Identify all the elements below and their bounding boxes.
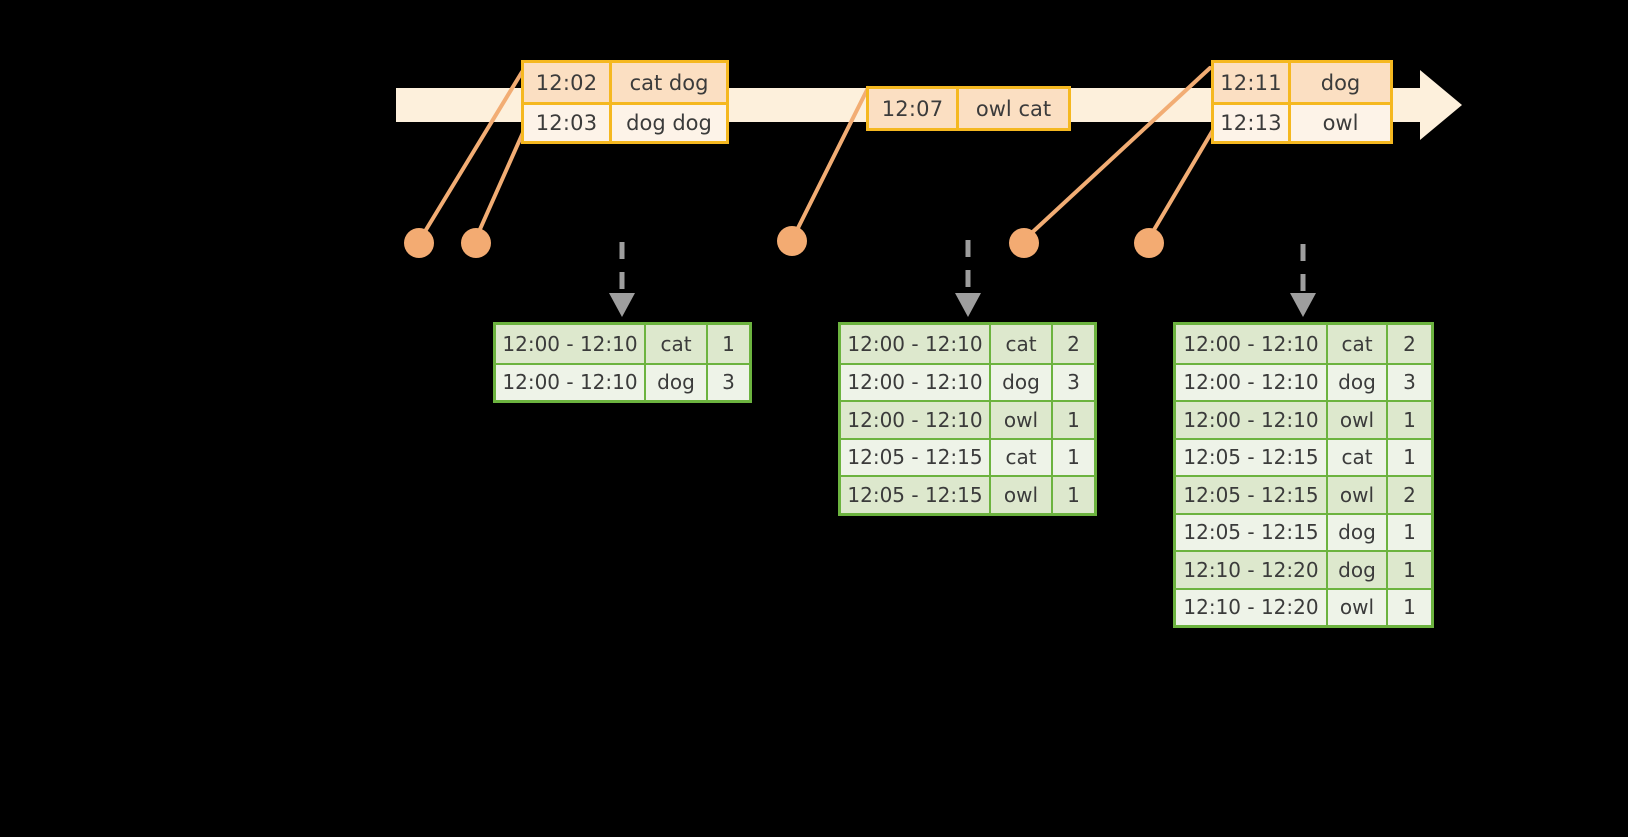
event-marker-4 (1009, 228, 1039, 258)
table-row: 12:00 - 12:10 dog 3 (841, 362, 1094, 400)
result-table-3: 12:00 - 12:10 cat 2 12:00 - 12:10 dog 3 … (1173, 322, 1434, 628)
cell-word: owl (991, 477, 1053, 513)
cell-window: 12:05 - 12:15 (1176, 439, 1328, 475)
emit-arrows (609, 240, 1316, 317)
cell-word: dog (1328, 552, 1388, 588)
cell-count: 1 (1067, 407, 1080, 432)
connector-2 (475, 126, 527, 238)
cell-window: 12:00 - 12:10 (841, 364, 991, 400)
event-marker-2 (461, 228, 491, 258)
cell-window: 12:10 - 12:20 (1176, 589, 1328, 625)
cell-word: cat (1328, 439, 1388, 475)
table-row: 12:00 - 12:10 dog 3 (496, 362, 749, 400)
cell-word: owl (1328, 477, 1388, 513)
event-row: 12:13 owl (1214, 102, 1390, 141)
result-table-1: 12:00 - 12:10 cat 1 12:00 - 12:10 dog 3 (493, 322, 752, 403)
cell-word: dog (646, 364, 708, 400)
cell-window: 12:00 - 12:10 (496, 325, 646, 363)
connector-5 (1146, 128, 1215, 242)
emit-arrow-2 (955, 240, 981, 317)
cell-count: 3 (722, 370, 735, 395)
event-time: 12:02 (524, 63, 612, 102)
cell-count: 2 (1403, 482, 1416, 507)
table-row: 12:00 - 12:10 cat 1 (496, 325, 749, 363)
cell-count: 2 (1067, 331, 1080, 356)
event-words: owl (1322, 111, 1359, 135)
cell-window: 12:05 - 12:15 (841, 439, 991, 475)
event-group-3: 12:11 dog 12:13 owl (1211, 60, 1393, 144)
cell-window: 12:00 - 12:10 (841, 402, 991, 438)
cell-window: 12:05 - 12:15 (1176, 477, 1328, 513)
connector-3 (791, 86, 870, 240)
cell-word: cat (991, 439, 1053, 475)
cell-window: 12:05 - 12:15 (841, 477, 991, 513)
cell-count: 1 (1403, 557, 1416, 582)
cell-count: 3 (1403, 370, 1416, 395)
cell-count: 1 (1403, 445, 1416, 470)
table-row: 12:10 - 12:20 owl 1 (1176, 587, 1431, 625)
cell-word: dog (991, 364, 1053, 400)
connector-1 (419, 70, 524, 240)
result-table-2: 12:00 - 12:10 cat 2 12:00 - 12:10 dog 3 … (838, 322, 1097, 516)
event-marker-5 (1134, 228, 1164, 258)
table-row: 12:05 - 12:15 cat 1 (841, 437, 1094, 475)
event-row: 12:03 dog dog (524, 102, 726, 141)
table-row: 12:00 - 12:10 owl 1 (841, 400, 1094, 438)
event-words: cat dog (629, 70, 709, 95)
event-row: 12:11 dog (1214, 63, 1390, 102)
table-row: 12:05 - 12:15 dog 1 (1176, 512, 1431, 550)
event-time: 12:07 (869, 89, 959, 128)
cell-count: 1 (1403, 407, 1416, 432)
cell-window: 12:00 - 12:10 (841, 325, 991, 363)
event-time: 12:11 (1214, 63, 1291, 102)
event-words: dog dog (626, 111, 712, 135)
cell-word: cat (646, 325, 708, 363)
cell-word: owl (1328, 402, 1388, 438)
cell-window: 12:05 - 12:15 (1176, 514, 1328, 550)
cell-count: 1 (1067, 482, 1080, 507)
cell-word: dog (1328, 364, 1388, 400)
event-row: 12:02 cat dog (524, 63, 726, 102)
event-words: dog (1320, 70, 1361, 95)
cell-window: 12:00 - 12:10 (1176, 364, 1328, 400)
cell-word: dog (1328, 514, 1388, 550)
event-group-1: 12:02 cat dog 12:03 dog dog (521, 60, 729, 144)
cell-count: 1 (1403, 520, 1416, 545)
table-row: 12:00 - 12:10 owl 1 (1176, 400, 1431, 438)
event-markers (404, 226, 1164, 258)
cell-window: 12:00 - 12:10 (1176, 402, 1328, 438)
cell-word: owl (991, 402, 1053, 438)
cell-count: 1 (722, 331, 735, 356)
cell-window: 12:00 - 12:10 (496, 364, 646, 400)
table-row: 12:05 - 12:15 cat 1 (1176, 437, 1431, 475)
table-row: 12:00 - 12:10 cat 2 (841, 325, 1094, 363)
event-words: owl cat (975, 96, 1052, 121)
table-row: 12:00 - 12:10 dog 3 (1176, 362, 1431, 400)
cell-count: 2 (1403, 331, 1416, 356)
cell-count: 1 (1067, 445, 1080, 470)
cell-window: 12:00 - 12:10 (1176, 325, 1328, 363)
event-marker-1 (404, 228, 434, 258)
emit-arrow-1 (609, 242, 635, 317)
cell-word: cat (1328, 325, 1388, 363)
table-row: 12:05 - 12:15 owl 1 (841, 475, 1094, 513)
event-time: 12:13 (1214, 105, 1291, 141)
table-row: 12:00 - 12:10 cat 2 (1176, 325, 1431, 363)
cell-word: owl (1328, 589, 1388, 625)
event-marker-3 (777, 226, 807, 256)
cell-count: 1 (1403, 595, 1416, 620)
cell-count: 3 (1067, 370, 1080, 395)
cell-window: 12:10 - 12:20 (1176, 552, 1328, 588)
cell-word: cat (991, 325, 1053, 363)
table-row: 12:05 - 12:15 owl 2 (1176, 475, 1431, 513)
event-time: 12:03 (524, 105, 612, 141)
event-group-2: 12:07 owl cat (866, 86, 1071, 131)
emit-arrow-3 (1290, 244, 1316, 317)
event-row: 12:07 owl cat (869, 89, 1068, 128)
table-row: 12:10 - 12:20 dog 1 (1176, 550, 1431, 588)
